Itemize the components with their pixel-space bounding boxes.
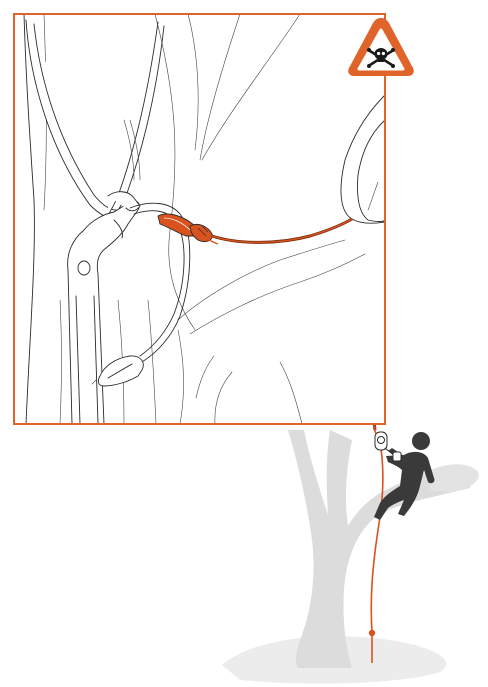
zoom-detail <box>14 14 385 424</box>
tree-silhouette <box>288 430 471 668</box>
rope-end-knot <box>369 630 375 636</box>
branch-shadow <box>430 464 479 492</box>
zoom-frame-background <box>14 14 385 424</box>
lower-scene <box>222 428 479 684</box>
harness-buckle <box>393 452 401 461</box>
descender-device <box>375 432 387 450</box>
climber-head <box>412 432 430 450</box>
